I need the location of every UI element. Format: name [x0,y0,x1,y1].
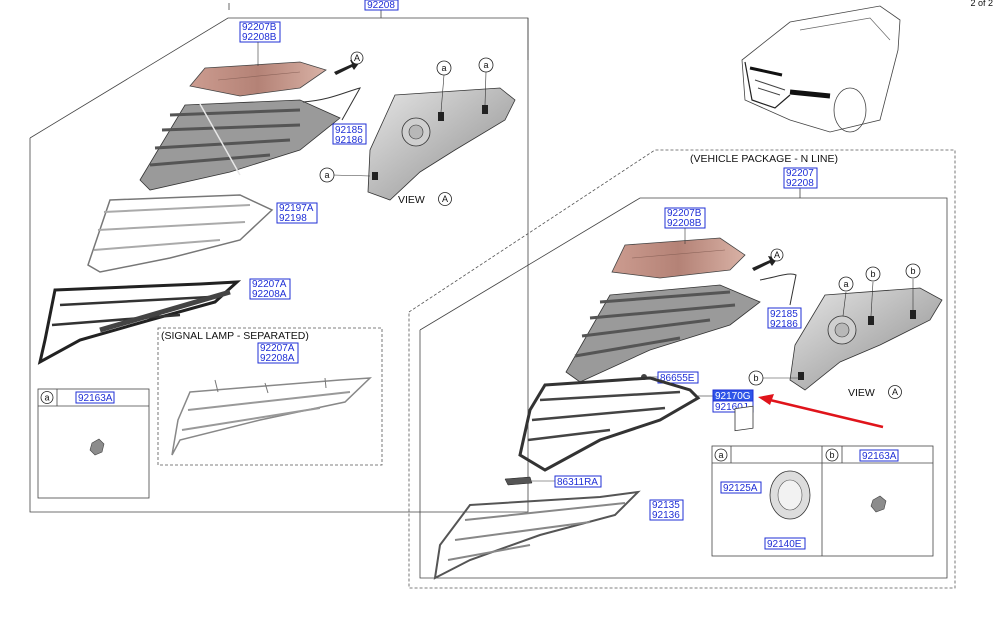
clip-callout[interactable]: 86655E [657,371,699,384]
signal-lamp-callout[interactable]: 92207A 92208A [257,342,299,364]
svg-text:92208A: 92208A [252,289,287,300]
svg-text:92207A: 92207A [260,343,295,354]
svg-text:a: a [44,393,49,403]
left-table-a-callout[interactable]: 92163A [75,391,115,404]
vehicle-package-caption: (VEHICLE PACKAGE - N LINE) [690,153,838,165]
svg-text:92136: 92136 [652,510,680,521]
right-table-b-callout[interactable]: 92163A [859,449,899,462]
left-upper-cover-callout[interactable]: 92207B 92208B [239,21,281,66]
svg-text:A: A [354,53,360,63]
left-upper-cover-part [189,61,327,97]
right-bottom-frame-callout[interactable]: 92135 92136 [649,499,684,521]
svg-text:92186: 92186 [335,135,363,146]
svg-text:86655E: 86655E [660,373,695,384]
svg-text:92185: 92185 [335,125,363,136]
right-view-label: VIEW A [848,385,902,399]
strip-callout[interactable]: 86311RA [554,475,602,488]
svg-text:b: b [870,269,875,279]
right-dark-frame-part [518,376,713,472]
svg-text:92208: 92208 [786,178,814,189]
svg-text:A: A [892,387,898,397]
svg-text:92163A: 92163A [78,393,113,404]
right-assembly-frame [408,149,956,589]
svg-text:92207: 92207 [786,168,814,179]
svg-text:92170G: 92170G [715,391,751,402]
left-chrome-frame-callout[interactable]: 92197A 92198 [276,202,318,224]
right-bottom-frame-part [433,490,641,580]
svg-text:b: b [829,450,834,460]
left-view-arrow: A [334,51,364,75]
svg-text:92208: 92208 [367,0,395,11]
right-harness-callout[interactable]: 92185 92186 [767,307,802,330]
right-harness-part [759,273,797,306]
svg-text:a: a [843,279,848,289]
right-upper-cover-part [611,237,746,279]
left-dark-frame-callout[interactable]: 92207A 92208A [249,278,291,300]
svg-text:b: b [910,266,915,276]
left-table-a: a [37,388,150,499]
left-view-label: VIEW A [398,192,452,206]
svg-text:92186: 92186 [770,319,798,330]
svg-text:92160J: 92160J [715,402,748,413]
left-grille-part [139,99,341,191]
right-table-a-callout-1[interactable]: 92125A [720,481,762,494]
svg-text:92198: 92198 [279,213,307,224]
svg-text:92140E: 92140E [767,539,802,550]
signal-lamp-box: (SIGNAL LAMP - SEPARATED) [157,327,383,466]
right-lamp-view: a b b b [748,263,943,391]
left-chrome-frame-part [87,194,274,273]
svg-text:a: a [324,170,329,180]
svg-text:92135: 92135 [652,500,680,511]
strip-part [504,476,555,486]
red-pointer-arrow [758,394,884,429]
svg-text:92207A: 92207A [252,279,287,290]
svg-text:92208B: 92208B [242,32,277,43]
svg-text:92185: 92185 [770,309,798,320]
right-grille-part [565,284,761,383]
svg-text:92163A: 92163A [862,451,897,462]
svg-text:92208A: 92208A [260,353,295,364]
svg-text:a: a [718,450,723,460]
svg-text:A: A [774,250,780,260]
svg-text:92197A: 92197A [279,203,314,214]
svg-text:A: A [442,194,448,204]
right-top-callout[interactable]: 92207 92208 [783,167,818,189]
svg-text:92125A: 92125A [723,483,758,494]
svg-text:a: a [483,60,488,70]
left-dark-frame-part [37,280,242,365]
left-lamp-view: a a a [319,57,516,201]
svg-text:a: a [441,63,446,73]
left-harness-part [302,87,362,121]
svg-text:92208B: 92208B [667,218,702,229]
signal-lamp-caption: (SIGNAL LAMP - SEPARATED) [161,330,309,342]
left-harness-callout[interactable]: 92185 92186 [332,123,367,146]
right-table: a b [711,405,934,557]
svg-text:92207B: 92207B [242,22,277,33]
vehicle-thumbnail [741,5,901,133]
svg-text:VIEW: VIEW [848,387,875,399]
page-indicator: 2 of 2 [970,0,993,8]
svg-text:86311RA: 86311RA [557,477,598,488]
left-top-callout[interactable]: 92208 [364,0,399,11]
svg-text:b: b [753,373,758,383]
right-table-a-callout-2[interactable]: 92140E [764,537,806,550]
svg-text:VIEW: VIEW [398,194,425,206]
svg-text:92207B: 92207B [667,208,702,219]
right-upper-cover-callout[interactable]: 92207B 92208B [664,207,706,244]
right-view-arrow: A [752,248,784,271]
